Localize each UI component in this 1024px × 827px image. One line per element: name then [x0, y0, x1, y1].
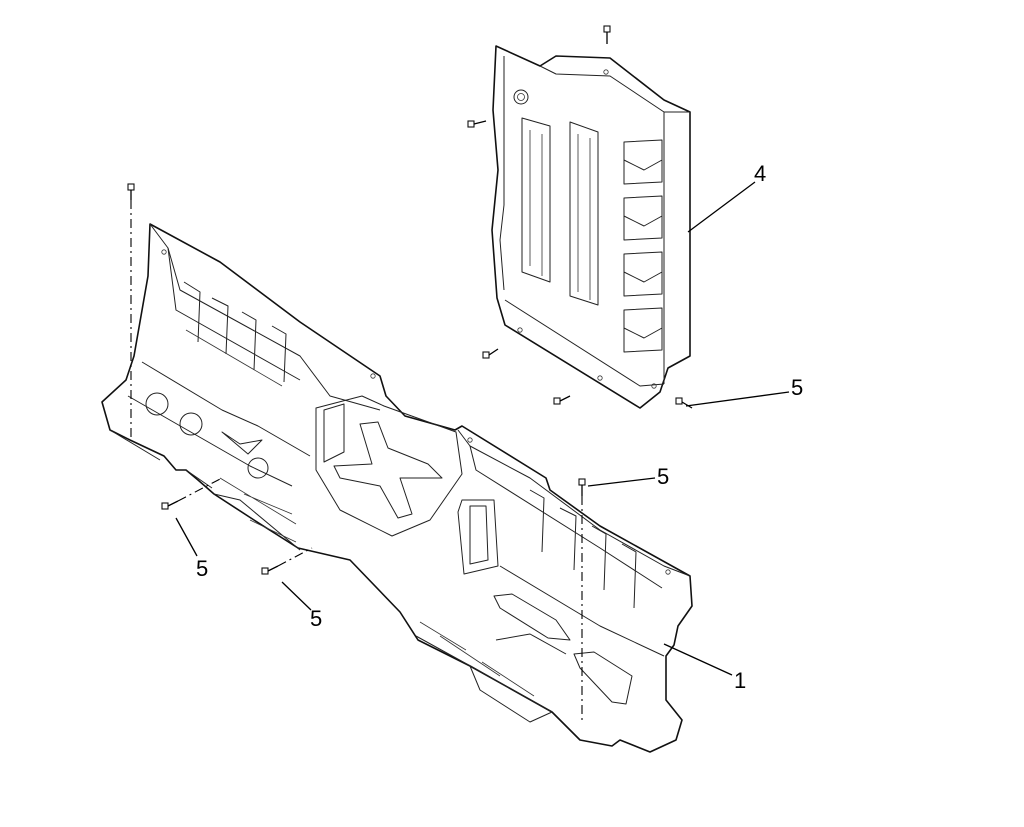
panel-part-4: [491, 45, 691, 409]
bolt-icon: [603, 25, 611, 44]
assembly-centerlines: [130, 200, 583, 722]
bolt-icon: [482, 348, 499, 359]
callout-label-5-middle: 5: [657, 464, 669, 489]
bolt-icon: [161, 500, 179, 510]
bolt-icon: [127, 183, 135, 200]
bolt-icon: [261, 565, 279, 575]
callout-label-1: 1: [734, 668, 746, 693]
callout-label-5-right: 5: [791, 375, 803, 400]
callout-label-5-left-upper: 5: [196, 556, 208, 581]
callout-label-5-left-lower: 5: [310, 606, 322, 631]
callout-leaders: [175, 181, 790, 676]
bolt-icon: [578, 478, 586, 496]
bolt-icon: [467, 120, 487, 128]
callout-label-4: 4: [754, 161, 766, 186]
fastener-group: [127, 25, 693, 575]
bolt-icon: [675, 397, 693, 409]
tray-part-1: [101, 223, 693, 753]
bolt-icon: [553, 395, 571, 405]
